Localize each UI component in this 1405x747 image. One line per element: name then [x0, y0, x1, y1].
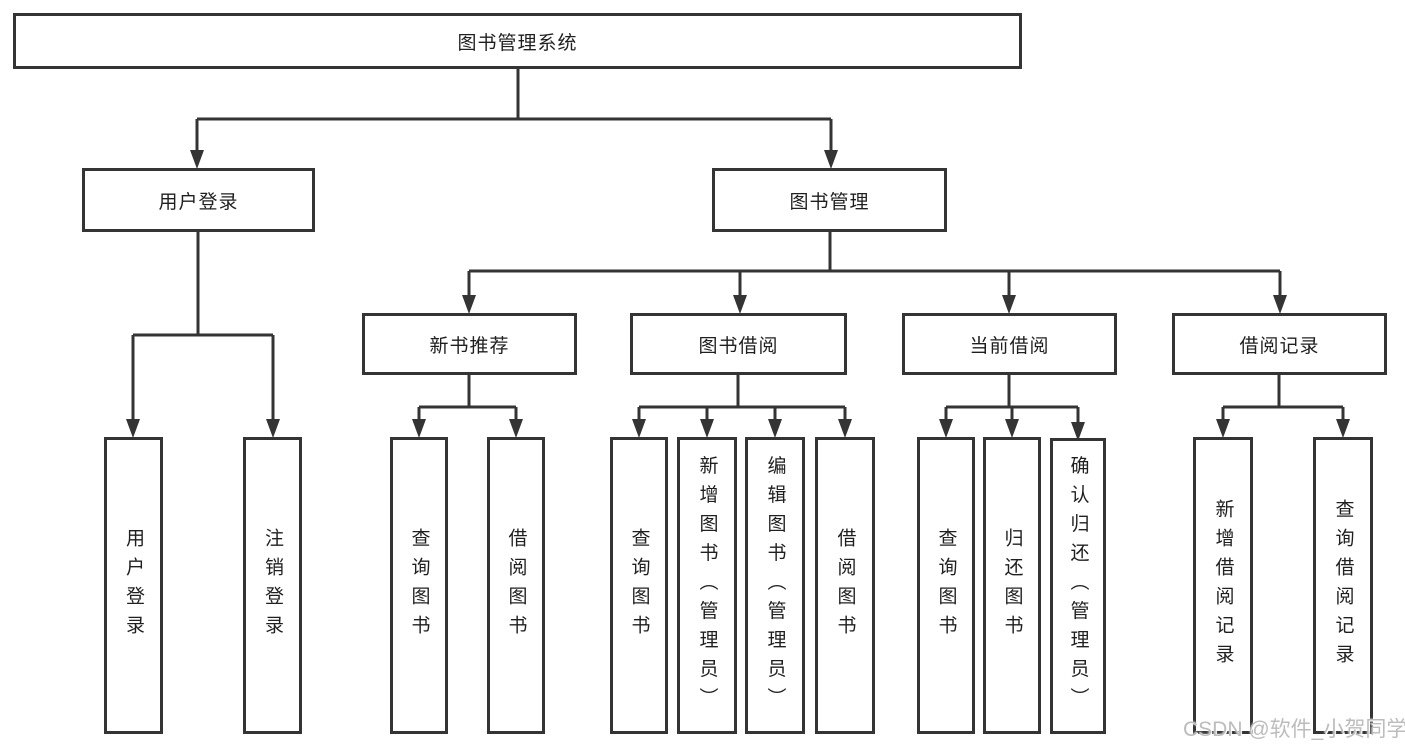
leaf-newbook-borrow-label: 借阅图书 — [505, 527, 527, 644]
arrowhead — [412, 419, 426, 438]
connector-bookmgmt-to-level3 — [467, 232, 1282, 297]
arrowhead — [1071, 422, 1085, 441]
arrowhead — [126, 419, 140, 438]
leaf-borrow-query-label: 查询图书 — [628, 527, 650, 644]
leaf-current-confirm-admin: 确认归还（管理员） — [1050, 438, 1106, 734]
leaf-records-query: 查询借阅记录 — [1313, 437, 1373, 734]
leaf-logout-label: 注销登录 — [262, 527, 283, 644]
leaf-borrow-edit-admin: 编辑图书（管理员） — [745, 437, 805, 734]
node-user-login: 用户登录 — [82, 168, 315, 232]
connector-currentborrow-to-leaves — [944, 375, 1080, 424]
node-root-label: 图书管理系统 — [457, 32, 578, 54]
arrowhead — [700, 419, 714, 438]
connector-paths — [131, 68, 1345, 424]
connector-bookborrow-to-leaves — [637, 375, 847, 421]
leaf-user-login: 用户登录 — [104, 437, 163, 734]
node-borrow-records: 借阅记录 — [1172, 313, 1387, 375]
arrowhead — [632, 419, 646, 438]
arrowhead — [1336, 419, 1350, 438]
arrowheads — [126, 150, 1350, 441]
leaf-newbook-query-label: 查询图书 — [408, 527, 430, 644]
leaf-newbook-query: 查询图书 — [390, 437, 448, 734]
node-borrow-records-label: 借阅记录 — [1239, 335, 1320, 357]
leaf-newbook-borrow: 借阅图书 — [487, 437, 545, 734]
arrowhead — [824, 150, 838, 169]
leaf-borrow-add-admin-label: 新增图书（管理员） — [696, 455, 718, 716]
leaf-borrow-query: 查询图书 — [610, 437, 668, 734]
arrowhead — [1005, 419, 1019, 438]
leaf-borrow-add-admin: 新增图书（管理员） — [677, 437, 737, 734]
node-book-borrow: 图书借阅 — [630, 313, 847, 375]
connector-root-to-level2 — [195, 68, 833, 152]
leaf-records-query-label: 查询借阅记录 — [1332, 498, 1354, 673]
leaf-borrow-book: 借阅图书 — [815, 437, 875, 734]
arrowhead — [1273, 295, 1287, 314]
leaf-current-query: 查询图书 — [917, 437, 975, 734]
arrowhead — [838, 419, 852, 438]
node-book-borrow-label: 图书借阅 — [698, 335, 779, 357]
leaf-user-login-label: 用户登录 — [123, 527, 144, 644]
arrowhead — [1002, 295, 1016, 314]
arrowhead — [266, 419, 280, 438]
node-root: 图书管理系统 — [13, 13, 1022, 69]
node-book-management: 图书管理 — [712, 168, 947, 232]
node-current-borrow-label: 当前借阅 — [969, 335, 1050, 357]
arrowhead — [1216, 419, 1230, 438]
node-new-book-recommend-label: 新书推荐 — [429, 335, 510, 357]
arrowhead — [509, 419, 523, 438]
node-book-management-label: 图书管理 — [789, 191, 870, 213]
connector-userlogin-to-leaves — [131, 232, 275, 421]
leaf-current-query-label: 查询图书 — [935, 527, 957, 644]
leaf-borrow-edit-admin-label: 编辑图书（管理员） — [764, 455, 786, 716]
leaf-logout: 注销登录 — [243, 437, 302, 734]
arrowhead — [939, 419, 953, 438]
csdn-watermark: CSDN @软件_小贺同学 — [1183, 718, 1405, 741]
arrowhead — [733, 295, 747, 314]
leaf-records-add: 新增借阅记录 — [1193, 437, 1253, 734]
leaf-current-confirm-admin-label: 确认归还（管理员） — [1067, 455, 1089, 717]
connector-records-to-leaves — [1221, 375, 1345, 421]
arrowhead — [768, 419, 782, 438]
node-new-book-recommend: 新书推荐 — [362, 313, 577, 375]
leaf-current-return-label: 归还图书 — [1001, 527, 1023, 644]
connector-newbook-to-leaves — [417, 375, 518, 421]
node-user-login-label: 用户登录 — [158, 191, 239, 213]
arrowhead — [462, 295, 476, 314]
leaf-borrow-book-label: 借阅图书 — [834, 527, 856, 644]
leaf-records-add-label: 新增借阅记录 — [1212, 498, 1234, 673]
leaf-current-return: 归还图书 — [983, 437, 1041, 734]
node-current-borrow: 当前借阅 — [902, 313, 1117, 375]
arrowhead — [190, 150, 204, 169]
